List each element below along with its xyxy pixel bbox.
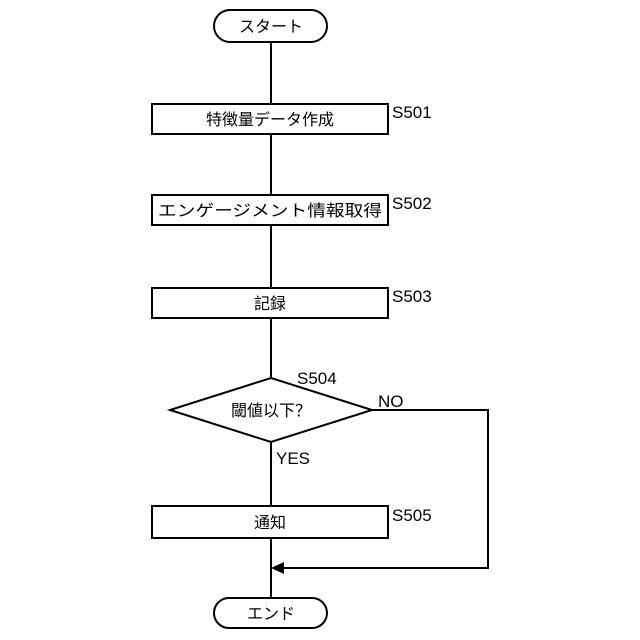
step-id-s501: S501 — [392, 103, 432, 122]
process-label-s502: エンゲージメント情報取得 — [158, 201, 382, 220]
step-id-s503: S503 — [392, 287, 432, 306]
process-label-s501: 特徴量データ作成 — [206, 110, 334, 129]
end-label: エンド — [247, 604, 295, 623]
connector-no-branch — [282, 410, 488, 568]
decision-yes-label: YES — [276, 449, 310, 468]
process-label-s503: 記録 — [254, 294, 286, 313]
step-id-s505: S505 — [392, 506, 432, 525]
decision-no-label: NO — [378, 392, 404, 411]
process-label-s505: 通知 — [254, 513, 286, 532]
merge-arrowhead — [271, 562, 284, 574]
step-id-s504: S504 — [297, 369, 337, 388]
step-id-s502: S502 — [392, 194, 432, 213]
start-label: スタート — [239, 17, 303, 36]
decision-label-s504: 閾値以下？ — [231, 401, 311, 420]
